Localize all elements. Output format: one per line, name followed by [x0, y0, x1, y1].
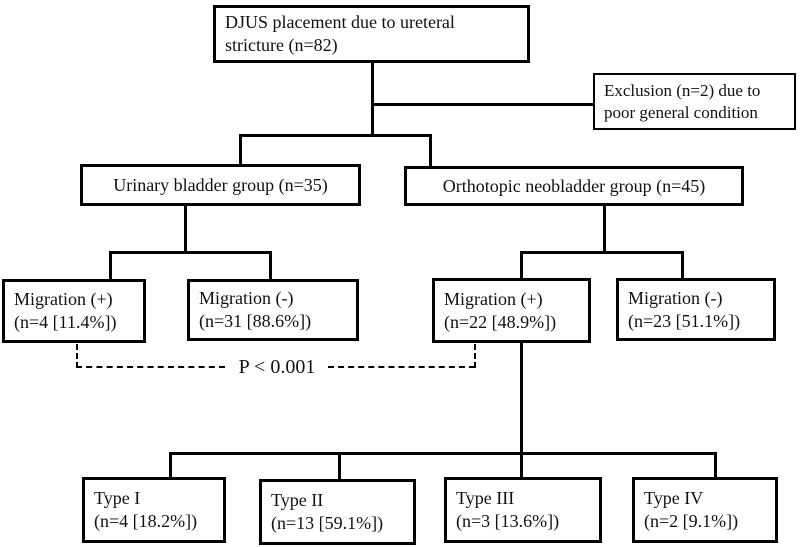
node-type-4: Type IV (n=2 [9.1%]): [632, 477, 778, 543]
connector-drop-type4: [714, 452, 717, 479]
node-type-2-line1: Type II: [271, 490, 324, 510]
node-type-1: Type I (n=4 [18.2%]): [82, 477, 226, 543]
node-ub-migration-positive: Migration (+) (n=4 [11.4%]): [2, 279, 146, 343]
connector-urinary-down: [184, 205, 187, 253]
node-root: DJUS placement due to ureteral stricture…: [213, 5, 530, 63]
connector-type-bar: [169, 452, 717, 455]
node-type-2: Type II (n=13 [59.1%]): [259, 479, 416, 545]
dashed-connector-right-horizontal: [328, 366, 475, 368]
dashed-connector-right-vertical: [474, 344, 476, 368]
connector-drop-ub-mig-neg: [269, 251, 272, 281]
node-type-2-line2: (n=13 [59.1%]): [271, 513, 384, 533]
p-value-label: P < 0.001: [238, 356, 316, 378]
node-ub-migration-negative: Migration (-) (n=31 [88.6%]): [187, 279, 359, 341]
node-ub-migration-negative-line1: Migration (-): [199, 288, 294, 308]
connector-neobladder-bar: [520, 251, 684, 254]
connector-drop-onb-mig-pos: [520, 251, 523, 280]
dashed-connector-left-horizontal: [76, 366, 225, 368]
node-onb-migration-negative: Migration (-) (n=23 [51.1%]): [616, 278, 776, 341]
node-type-3-line1: Type III: [456, 488, 515, 508]
node-root-line2: stricture (n=82): [225, 35, 338, 55]
node-type-3: Type III (n=3 [13.6%]): [444, 477, 602, 543]
node-onb-migration-negative-line2: (n=23 [51.1%]): [628, 310, 741, 331]
connector-urinary-bar: [109, 251, 272, 254]
dashed-connector-left-vertical: [76, 344, 78, 368]
connector-drop-ub-mig-pos: [109, 251, 112, 281]
node-exclusion-line1: Exclusion (n=2) due to: [604, 80, 761, 100]
connector-drop-neobladder: [429, 134, 432, 168]
node-root-line1: DJUS placement due to ureteral: [225, 12, 455, 32]
node-ub-migration-positive-line2: (n=4 [11.4%]): [14, 312, 117, 332]
node-ub-migration-negative-line2: (n=31 [88.6%]): [199, 311, 312, 331]
node-type-3-line2: (n=3 [13.6%]): [456, 511, 560, 531]
node-onb-migration-negative-line1: Migration (-): [628, 287, 723, 308]
node-onb-migration-positive-line2: (n=22 [48.9%]): [444, 311, 557, 332]
node-exclusion-line2: poor general condition: [604, 102, 758, 122]
connector-drop-onb-mig-neg: [681, 251, 684, 280]
connector-to-exclusion: [371, 103, 593, 106]
node-urinary-bladder-label: Urinary bladder group (n=35): [113, 174, 328, 195]
node-onb-migration-positive: Migration (+) (n=22 [48.9%]): [432, 278, 591, 343]
node-type-1-line1: Type I: [94, 488, 141, 508]
connector-drop-urinary: [239, 134, 242, 166]
node-onb-migration-positive-line1: Migration (+): [444, 288, 543, 309]
connector-drop-type2: [338, 452, 341, 481]
connector-migpos-down: [520, 342, 523, 480]
node-orthotopic-neobladder-label: Orthotopic neobladder group (n=45): [442, 175, 706, 196]
node-type-4-line2: (n=2 [9.1%]): [644, 511, 739, 531]
node-exclusion: Exclusion (n=2) due to poor general cond…: [593, 73, 796, 130]
node-urinary-bladder-group: Urinary bladder group (n=35): [80, 164, 361, 206]
node-type-1-line2: (n=4 [18.2%]): [94, 511, 198, 531]
connector-neobladder-down: [603, 205, 606, 253]
connector-drop-type1: [169, 452, 172, 479]
node-type-4-line1: Type IV: [644, 488, 704, 508]
connector-root-down: [371, 62, 374, 137]
connector-group-bar: [239, 134, 432, 137]
node-orthotopic-neobladder-group: Orthotopic neobladder group (n=45): [404, 166, 744, 206]
node-ub-migration-positive-line1: Migration (+): [14, 289, 113, 309]
